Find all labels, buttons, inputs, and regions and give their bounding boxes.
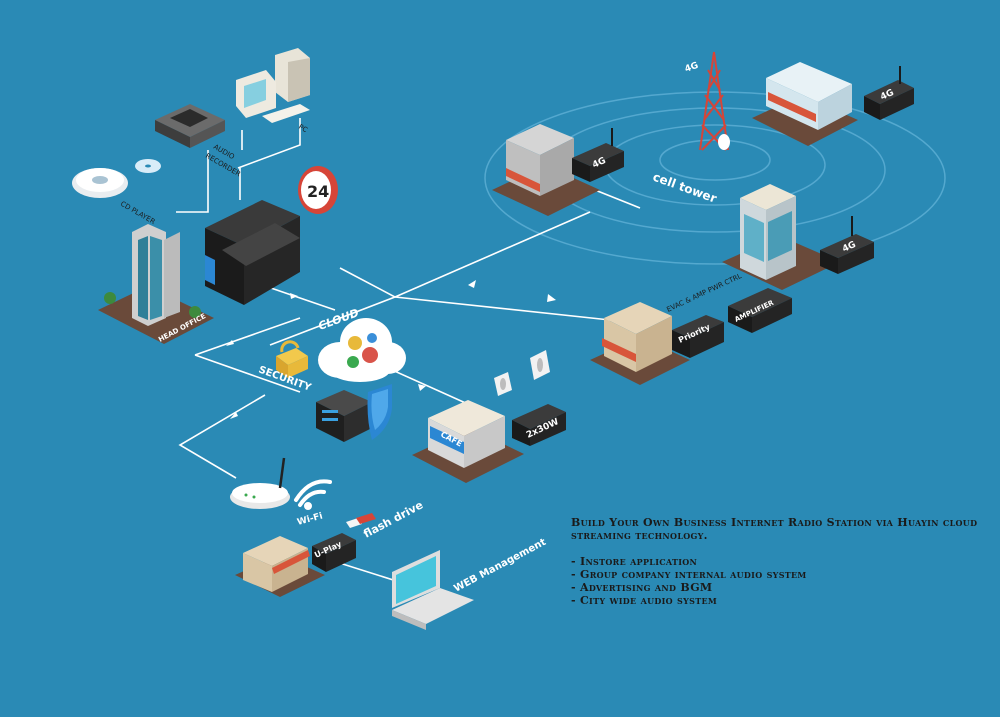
lock-icon	[276, 340, 308, 378]
speaker-icon-b	[530, 350, 550, 380]
laptop-icon	[392, 550, 474, 630]
web-management-label: WEB Management	[452, 537, 548, 595]
cd-player-icon	[72, 159, 161, 198]
amp-2x30w-device	[512, 404, 566, 446]
shield-icon	[367, 384, 392, 440]
speaker-icon-a	[494, 372, 512, 396]
server-rack-icon	[205, 200, 300, 305]
pc-label: PC	[297, 123, 309, 135]
signal-rings	[484, 91, 946, 265]
description-title: Build Your Own Business Internet Radio S…	[571, 516, 978, 542]
cloud-icon	[318, 318, 406, 382]
description-item: - Group company internal audio system	[571, 568, 807, 581]
amplifier-device	[728, 288, 792, 333]
store-with-amplifier-building	[590, 302, 690, 385]
4g-device-office	[820, 216, 874, 274]
gears-icon	[347, 333, 378, 368]
cd-player-label: CD PLAYER	[119, 200, 157, 226]
description-block: Build Your Own Business Internet Radio S…	[571, 516, 991, 607]
24-hours-icon: 24	[298, 166, 338, 214]
24-hours-label: 24	[307, 182, 329, 201]
description-item: - City wide audio system	[571, 594, 718, 607]
router-icon	[230, 457, 290, 509]
satellite-dish-icon	[718, 134, 730, 150]
priority-device	[672, 315, 724, 358]
description-item: - Advertising and BGM	[571, 581, 713, 594]
top-right-building	[752, 62, 858, 146]
wifi-label: Wi-Fi	[296, 512, 324, 528]
4g-device-store-a	[572, 128, 624, 182]
store-near-tower-building	[492, 124, 600, 216]
head-office-building	[98, 224, 214, 344]
wifi-icon	[294, 479, 332, 510]
flash-drive-icon	[346, 513, 376, 528]
audio-recorder-icon	[155, 104, 225, 148]
flow-arrows	[226, 280, 556, 419]
4g-device-top-right	[864, 66, 914, 120]
cafe-building	[412, 400, 524, 483]
description-item: - Instore application	[571, 555, 698, 568]
tower-4g-label: 4G	[684, 61, 700, 75]
small-shop-building	[235, 536, 325, 597]
office-building-right	[722, 184, 840, 290]
security-server-icon	[316, 390, 372, 442]
uplay-device	[312, 533, 356, 572]
pc-icon	[236, 48, 310, 123]
